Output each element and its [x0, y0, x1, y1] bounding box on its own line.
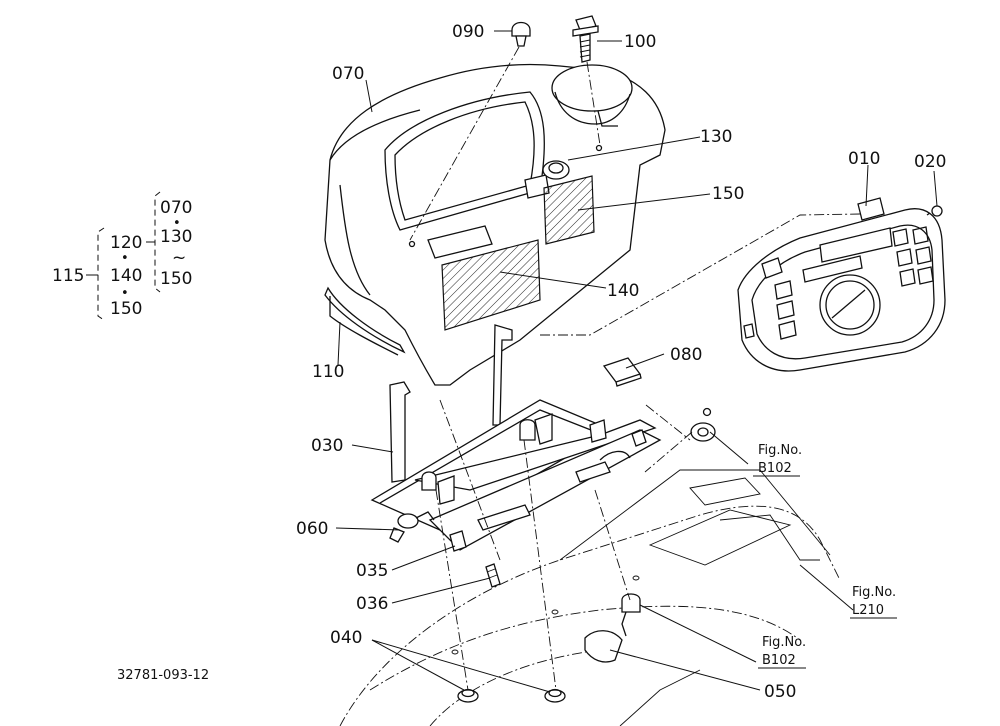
part-label-050: 050: [764, 682, 796, 702]
part-label-020: 020: [914, 152, 946, 172]
part-label-090: 090: [452, 22, 484, 42]
grommets-040: [451, 575, 640, 703]
pad-080: [602, 357, 642, 387]
trim-strip: [324, 286, 406, 356]
switch-050: [584, 593, 641, 663]
part-label-030: 030: [311, 436, 343, 456]
key-switch-060: [389, 511, 435, 543]
bushing-b102: [690, 407, 716, 442]
part-label-070: 070: [332, 64, 364, 84]
fig-ref-l210: L210: [852, 603, 884, 618]
fig-ref-b102-upper: B102: [758, 461, 792, 476]
bolt-100: [572, 15, 599, 63]
screw-020: [926, 205, 943, 217]
group-right-top: 070: [160, 198, 192, 218]
fig-ref-label-lower: Fig.No.: [762, 635, 806, 650]
part-label-100: 100: [624, 32, 656, 52]
group-right-bottom: 150: [160, 269, 192, 289]
figure-references: Fig.No. B102 Fig.No. L210 Fig.No. B102: [758, 443, 896, 668]
part-label-130: 130: [700, 127, 732, 147]
part-label-040: 040: [330, 628, 362, 648]
part-label-035: 035: [356, 561, 388, 581]
group-right-tilde: ~: [172, 248, 186, 268]
frame-030: [370, 381, 662, 551]
part-label-140: 140: [607, 281, 639, 301]
group-mid-bottom: 150: [110, 299, 142, 319]
bolt-036: [485, 563, 501, 588]
leader-lines: [335, 30, 938, 693]
drawing-number: 32781-093-12: [117, 668, 209, 683]
fig-ref-label-l210: Fig.No.: [852, 585, 896, 600]
grommet-090: [511, 21, 531, 47]
fig-ref-b102-lower: B102: [762, 653, 796, 668]
part-label-036: 036: [356, 594, 388, 614]
part-label-060: 060: [296, 519, 328, 539]
part-label-110: 110: [312, 362, 344, 382]
floor-panel: [339, 469, 841, 726]
group-right-middle: 130: [160, 227, 192, 247]
group-main-label: 115: [52, 266, 84, 286]
group-mid-middle: 140: [110, 266, 142, 286]
group-bracket: 115 120 • 140 • 150 070 • 130 ~ 150: [52, 191, 192, 321]
assembly-lines: [409, 46, 861, 691]
part-label-080: 080: [670, 345, 702, 365]
panel-housing: [324, 63, 666, 426]
part-label-150: 150: [712, 184, 744, 204]
group-mid-dot2: •: [121, 286, 129, 301]
part-label-010: 010: [848, 149, 880, 169]
group-mid-dot1: •: [121, 251, 129, 266]
fig-ref-label-upper: Fig.No.: [758, 443, 802, 458]
group-right-dot: •: [173, 216, 181, 231]
part-labels: 090 100 070 130 150 010 020 140 080 110 …: [296, 22, 946, 702]
group-mid-top: 120: [110, 233, 142, 253]
instrument-meter: [737, 197, 946, 372]
